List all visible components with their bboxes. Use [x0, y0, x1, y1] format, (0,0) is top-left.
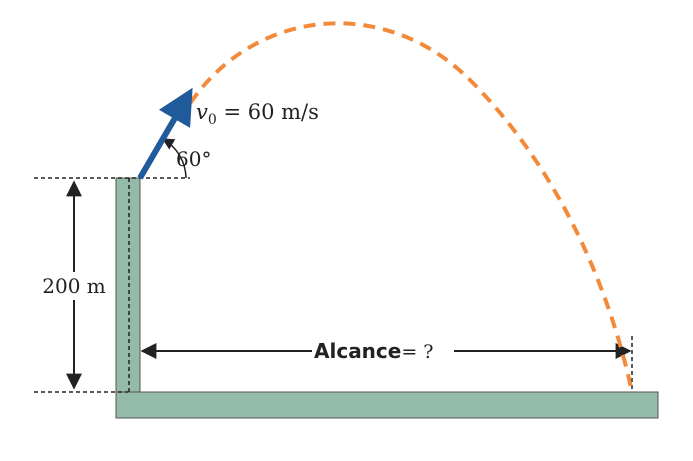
velocity-value: = 60 m/s: [217, 100, 319, 124]
velocity-symbol: v: [196, 100, 208, 124]
velocity-subscript: 0: [208, 112, 217, 128]
range-question: = ?: [401, 341, 433, 363]
velocity-label: v0 = 60 m/s: [196, 100, 319, 128]
range-label: Alcance= ?: [314, 339, 434, 363]
trajectory-curve: [178, 21, 634, 393]
angle-arc: [161, 138, 187, 179]
cliff-wall: [115, 177, 141, 394]
range-label-background: [312, 336, 454, 366]
height-label-background: [34, 272, 114, 300]
angle-label: 60°: [176, 147, 211, 171]
velocity-arrow: [137, 87, 193, 180]
height-label: 200 m: [42, 274, 106, 298]
ground: [115, 391, 659, 419]
range-word: Alcance: [314, 339, 401, 363]
